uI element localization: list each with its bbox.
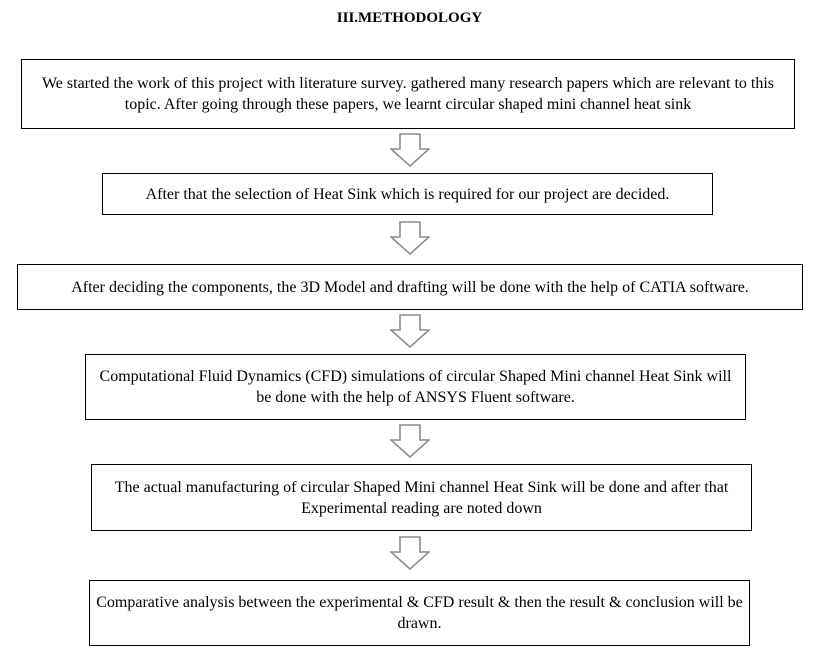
hollow-down-arrow-icon — [390, 221, 430, 255]
flow-step-5-text: The actual manufacturing of circular Sha… — [114, 478, 741, 517]
flow-step-5: The actual manufacturing of circular Sha… — [91, 464, 752, 531]
hollow-down-arrow-icon — [390, 314, 430, 348]
flow-step-1-text: We started the work of this project with… — [41, 75, 775, 113]
flow-step-2: After that the selection of Heat Sink wh… — [102, 173, 713, 215]
flow-step-6-text: Comparative analysis between the experim… — [96, 594, 743, 632]
hollow-down-arrow-icon — [390, 133, 430, 167]
flow-step-4: Computational Fluid Dynamics (CFD) simul… — [85, 354, 746, 420]
section-heading: III.METHODOLOGY — [336, 10, 483, 26]
hollow-down-arrow-icon — [390, 536, 430, 570]
flow-step-2-text: After that the selection of Heat Sink wh… — [145, 185, 670, 203]
flow-step-4-text: Computational Fluid Dynamics (CFD) simul… — [99, 368, 732, 406]
flow-step-1: We started the work of this project with… — [21, 59, 795, 129]
hollow-down-arrow-icon — [390, 424, 430, 458]
flow-step-3-text: After deciding the components, the 3D Mo… — [71, 278, 749, 296]
flow-step-3: After deciding the components, the 3D Mo… — [17, 264, 803, 310]
flow-step-6: Comparative analysis between the experim… — [89, 580, 750, 646]
